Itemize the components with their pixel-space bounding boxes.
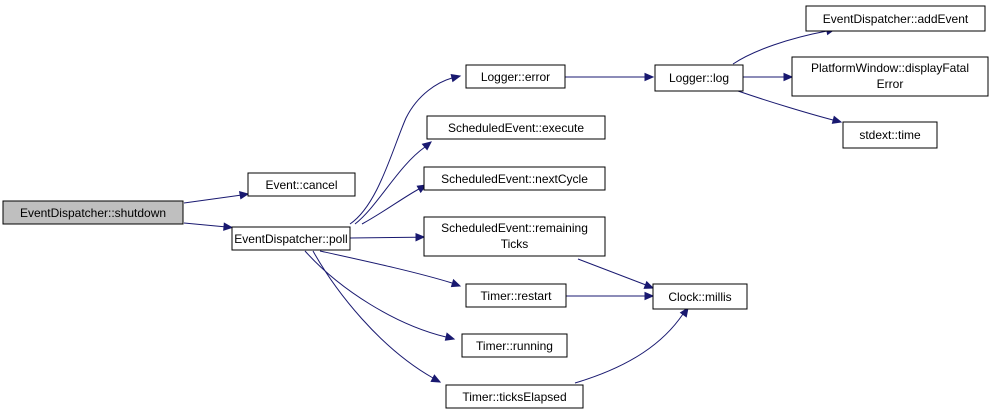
edge-ticks-to-millis	[574, 306, 689, 384]
node-stdext-time[interactable]: stdext::time	[842, 121, 938, 149]
edge-error-to-log	[565, 72, 655, 82]
call-nodes: EventDispatcher::shutdown Event::cancel …	[2, 5, 989, 409]
node-label: Timer::restart	[481, 289, 553, 303]
node-event-cancel[interactable]: Event::cancel	[247, 172, 356, 197]
node-label: Event::cancel	[265, 178, 337, 192]
node-label-line1: ScheduledEvent::remaining	[441, 221, 588, 235]
edge-shutdown-to-poll	[183, 222, 234, 231]
node-logger-log[interactable]: Logger::log	[654, 64, 744, 92]
node-label-line1: PlatformWindow::displayFatal	[811, 61, 969, 75]
node-label: stdext::time	[859, 128, 921, 142]
node-label-line2: Ticks	[501, 237, 529, 251]
node-label: Logger::error	[481, 70, 550, 84]
node-eventdispatcher-poll[interactable]: EventDispatcher::poll	[231, 226, 351, 251]
node-platformwindow-displayfatalerror[interactable]: PlatformWindow::displayFatal Error	[791, 56, 989, 97]
edge-remaining-to-millis	[577, 258, 655, 289]
node-label: Timer::running	[476, 339, 553, 353]
node-logger-error[interactable]: Logger::error	[465, 64, 566, 89]
node-eventdispatcher-addevent[interactable]: EventDispatcher::addEvent	[805, 5, 986, 32]
node-timer-tickselapsed[interactable]: Timer::ticksElapsed	[445, 384, 584, 409]
edge-poll-to-restart	[319, 250, 462, 288]
edge-poll-to-ticks	[312, 250, 442, 383]
node-clock-millis[interactable]: Clock::millis	[652, 283, 748, 310]
node-label: Clock::millis	[668, 290, 731, 304]
edge-log-to-time	[737, 90, 843, 124]
edge-shutdown-to-cancel	[183, 191, 250, 204]
edge-poll-to-nextcycle	[361, 184, 428, 225]
node-label-line2: Error	[877, 77, 904, 91]
edge-poll-to-execute	[354, 141, 432, 225]
edge-restart-to-millis	[566, 291, 655, 301]
edge-poll-to-error	[349, 73, 462, 225]
edge-poll-to-remaining	[349, 232, 426, 242]
node-timer-restart[interactable]: Timer::restart	[465, 283, 567, 308]
node-label: ScheduledEvent::execute	[448, 121, 584, 135]
node-scheduledevent-execute[interactable]: ScheduledEvent::execute	[426, 115, 606, 140]
node-timer-running[interactable]: Timer::running	[461, 333, 568, 358]
node-label: Logger::log	[669, 71, 729, 85]
node-label: EventDispatcher::addEvent	[823, 12, 969, 26]
call-edges	[183, 26, 843, 384]
node-label: EventDispatcher::poll	[234, 232, 347, 246]
node-label: Timer::ticksElapsed	[462, 390, 566, 404]
node-scheduledevent-nextcycle[interactable]: ScheduledEvent::nextCycle	[423, 166, 606, 191]
node-scheduledevent-remainingticks[interactable]: ScheduledEvent::remaining Ticks	[423, 216, 606, 257]
edge-poll-to-running	[304, 250, 456, 341]
edge-log-to-fatal	[743, 72, 794, 82]
node-label: ScheduledEvent::nextCycle	[441, 172, 588, 186]
node-label: EventDispatcher::shutdown	[20, 206, 166, 220]
node-eventdispatcher-shutdown[interactable]: EventDispatcher::shutdown	[2, 200, 184, 225]
